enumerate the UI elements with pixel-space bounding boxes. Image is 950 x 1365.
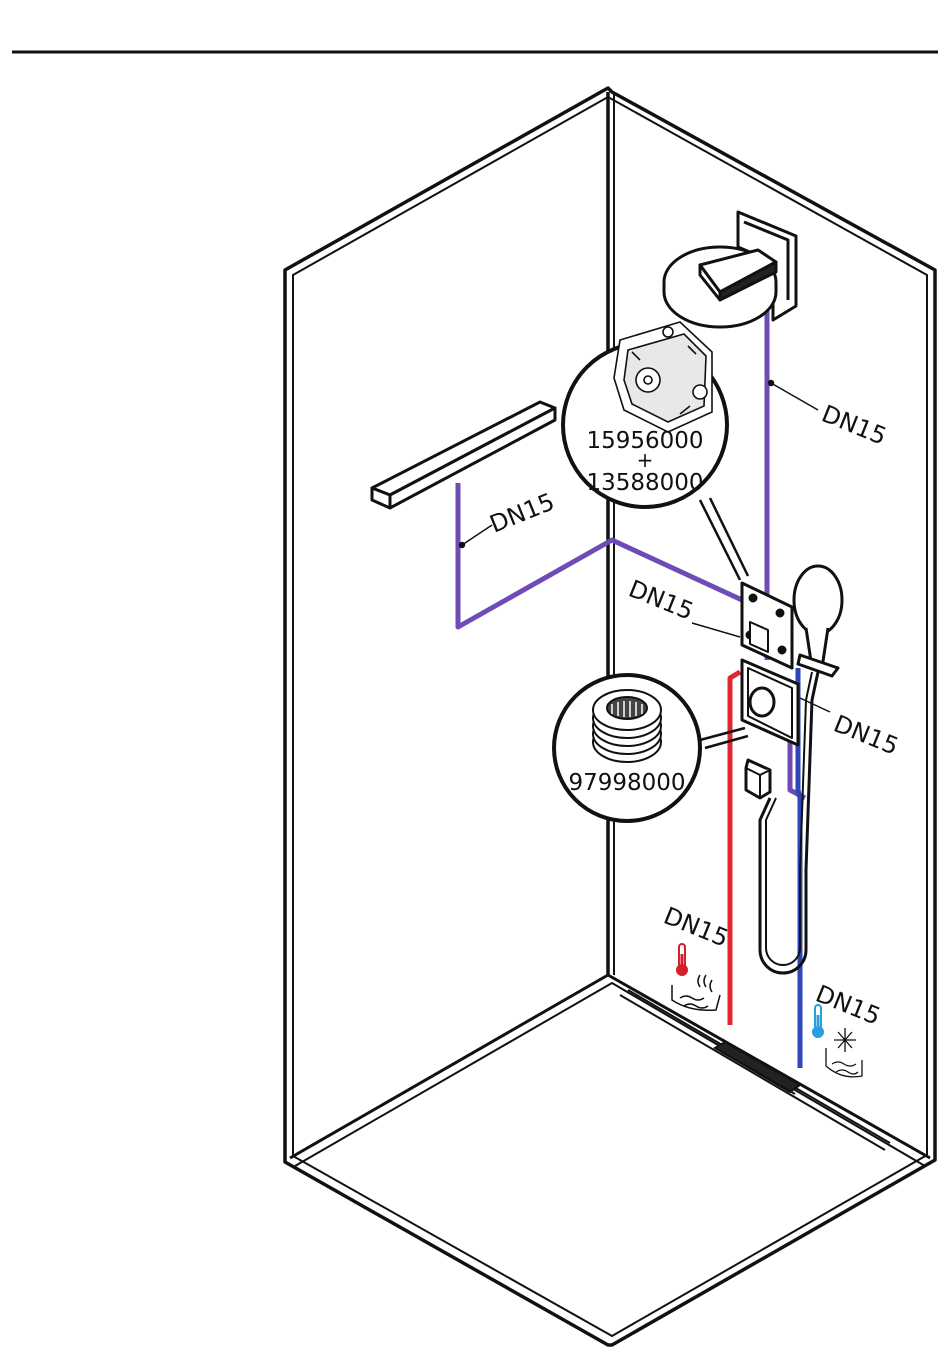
dn15-outlet-label: DN15: [830, 710, 903, 761]
dn15-cold-label: DN15: [812, 980, 885, 1031]
overhead-shower-icon: [664, 212, 796, 327]
dn15-module-label: DN15: [625, 575, 698, 626]
hot-water-pipe: [730, 672, 740, 1025]
filter-part-number: 97998000: [568, 770, 685, 796]
dn15-hot-label: DN15: [660, 902, 733, 953]
dn15-overhead-label: DN15: [818, 400, 891, 451]
body-spray-icon: [372, 402, 555, 508]
hot-water-icon: [672, 944, 720, 1010]
plus-sign: +: [637, 448, 654, 472]
filter-callout: 97998000: [554, 675, 748, 821]
finish-set-part-number: 13588000: [586, 470, 703, 496]
dn15-spray-label: DN15: [486, 488, 559, 539]
filter-icon: [593, 690, 661, 762]
thermostat-callout: 15956000 + 13588000: [563, 322, 748, 580]
